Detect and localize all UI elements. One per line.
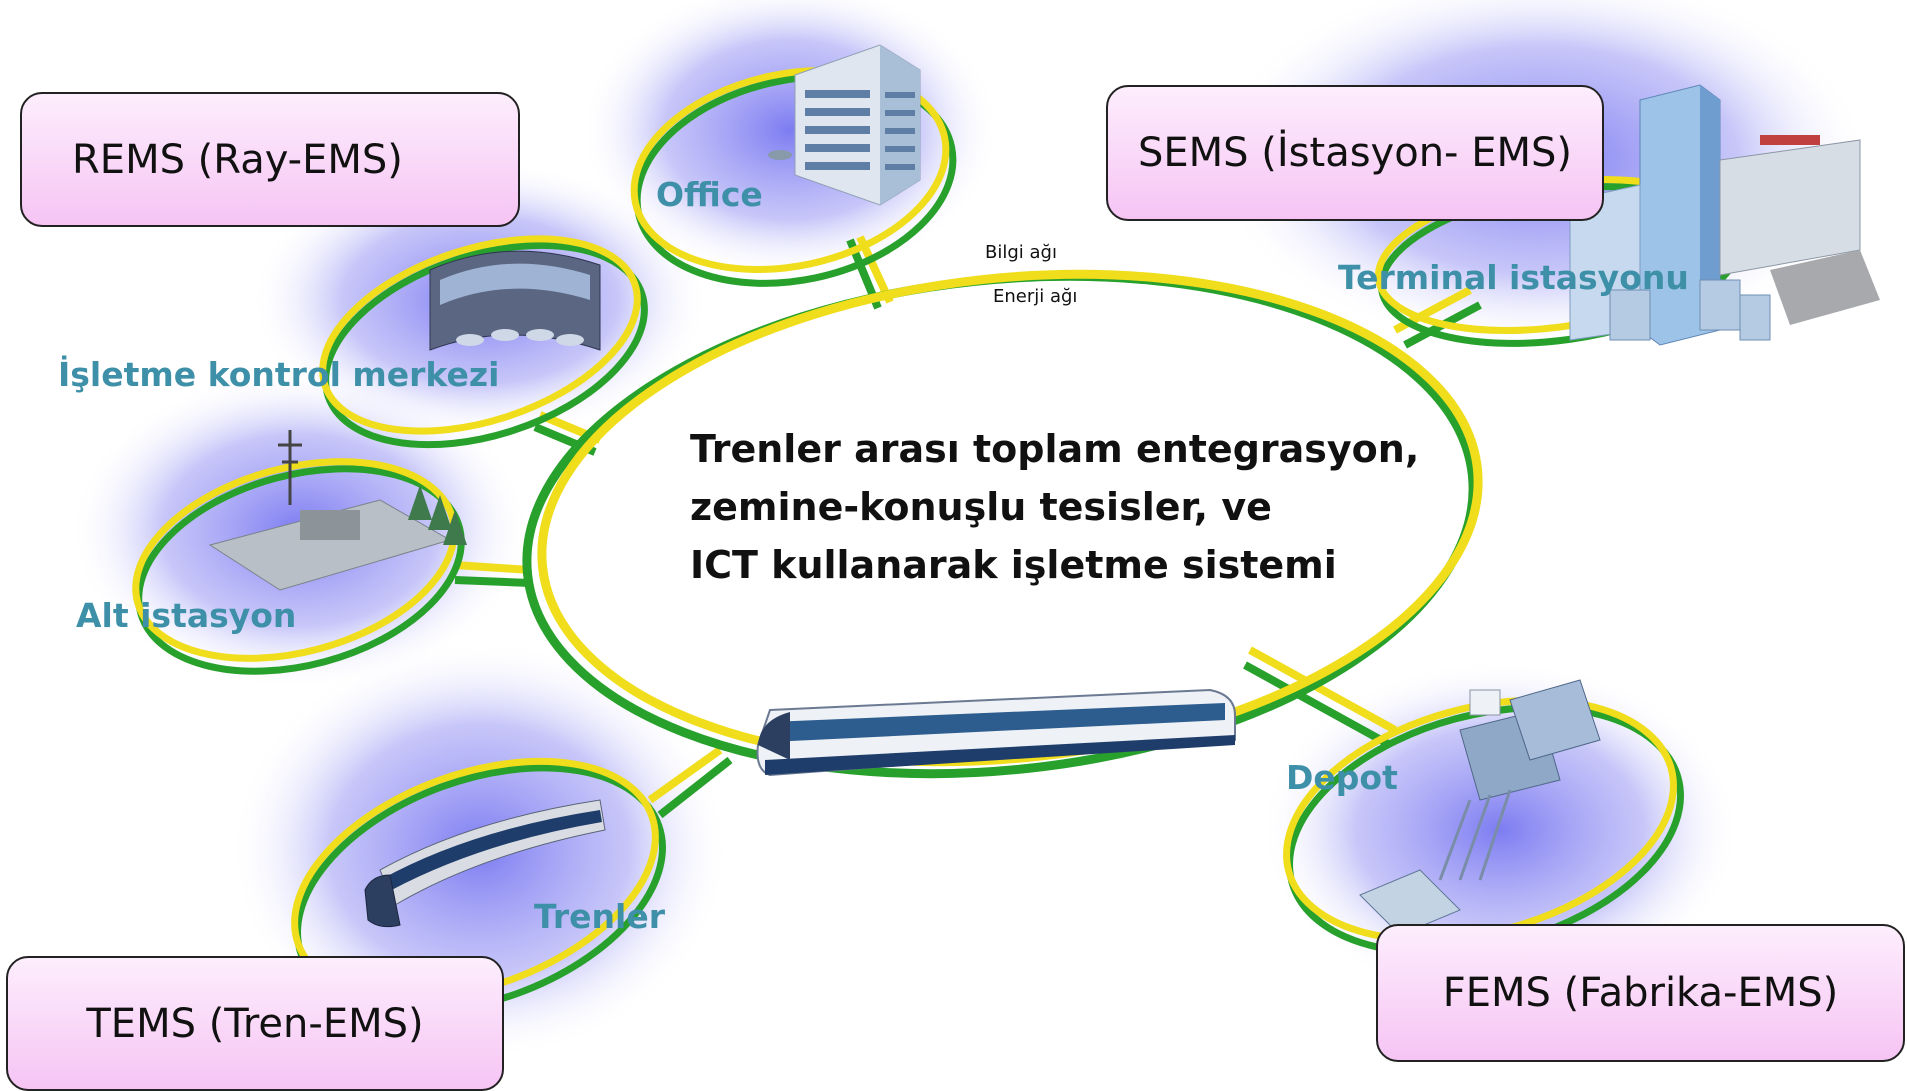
- energy-network-label: Enerji ağı: [993, 286, 1078, 307]
- terminal-label: Terminal istasyonu: [1338, 258, 1689, 297]
- fems-label: FEMS (Fabrika-EMS): [1442, 970, 1839, 1016]
- office-label: Office: [656, 175, 763, 214]
- control-center-illustration: [429, 250, 601, 351]
- center-line-2: zemine-konuşlu tesisler, ve: [690, 485, 1272, 529]
- center-line-3: ICT kullanarak işletme sistemi: [690, 543, 1337, 587]
- tems-box: TEMS (Tren-EMS): [6, 956, 504, 1091]
- main-train-illustration: [756, 688, 1236, 777]
- sems-box: SEMS (İstasyon- EMS): [1106, 85, 1604, 221]
- depot-illustration: [1359, 679, 1601, 936]
- rems-box: REMS (Ray-EMS): [20, 92, 520, 227]
- sems-label: SEMS (İstasyon- EMS): [1138, 130, 1572, 176]
- trains-label: Trenler: [534, 897, 666, 936]
- tems-label: TEMS (Tren-EMS): [86, 1000, 424, 1047]
- depot-label: Depot: [1286, 758, 1398, 797]
- info-network-label: Bilgi ağı: [985, 242, 1057, 263]
- center-line-1: Trenler arası toplam entegrasyon,: [690, 427, 1420, 471]
- control-center-label: İşletme kontrol merkezi: [58, 355, 500, 394]
- substation-illustration: [208, 430, 467, 591]
- curved-train-illustration: [364, 799, 606, 928]
- rems-label: REMS (Ray-EMS): [72, 136, 403, 183]
- terminal-station-illustration: [1569, 84, 1880, 346]
- substation-label: Alt istasyon: [76, 596, 297, 635]
- fems-box: FEMS (Fabrika-EMS): [1376, 924, 1905, 1062]
- center-description: Trenler arası toplam entegrasyon, zemine…: [690, 420, 1420, 594]
- office-building-illustration: [768, 44, 921, 206]
